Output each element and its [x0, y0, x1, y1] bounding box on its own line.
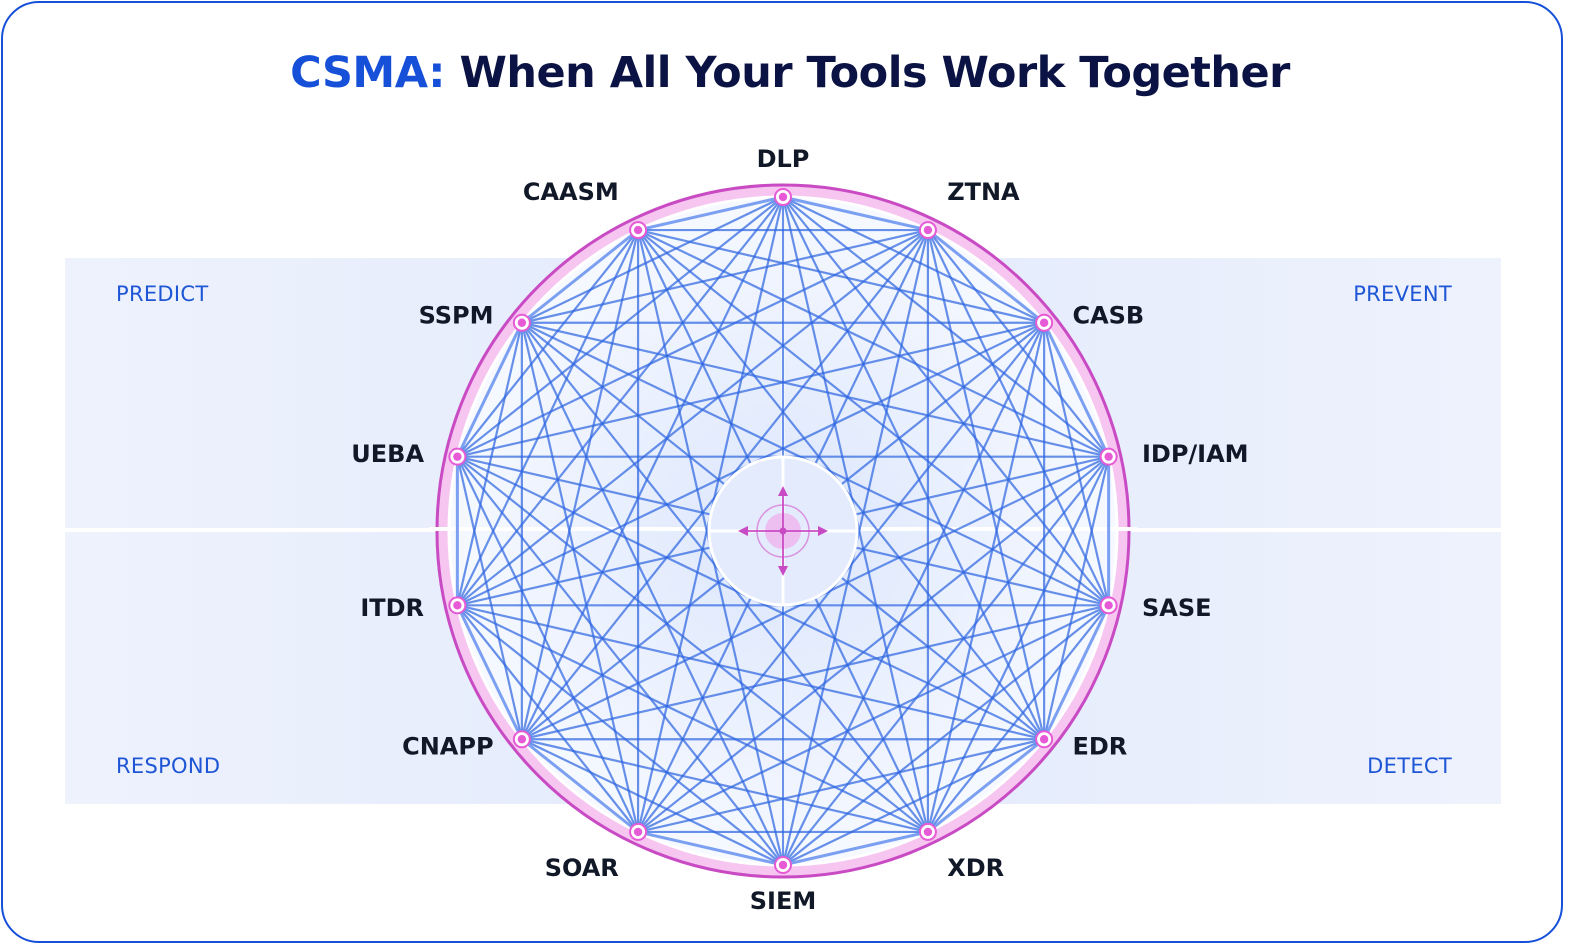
label-ueba: UEBA — [351, 440, 424, 468]
phase-respond: RESPOND — [116, 754, 221, 778]
node-dot-edr — [1039, 735, 1049, 744]
label-ztna: ZTNA — [947, 178, 1020, 206]
mesh-line-siem-sspm — [520, 322, 784, 866]
mesh-line-dlp-idpiam — [782, 196, 1110, 458]
mesh-line-sase-edr — [1042, 604, 1110, 740]
phase-prevent: PREVENT — [1353, 282, 1452, 306]
mesh-line-ztna-itdr — [456, 229, 929, 607]
mesh-line-casb-siem — [782, 322, 1046, 866]
label-caasm: CAASM — [523, 178, 619, 206]
mesh-line-sase-cnapp — [521, 604, 1109, 741]
mesh-line-ztna-casb — [926, 228, 1046, 324]
mesh-line-idpiam-caasm — [637, 229, 1110, 458]
mesh-line-casb-idpiam — [1042, 322, 1110, 458]
phase-detect: DETECT — [1367, 754, 1452, 778]
node-labels: DLP ZTNA CASB IDP/IAM SASE EDR XDR SIEM SOAR CNAP… — [351, 145, 1248, 915]
mesh-line-ztna-sspm — [521, 229, 929, 324]
node-dot-dlp — [778, 192, 788, 202]
label-dlp: DLP — [757, 145, 810, 173]
mesh-line-idpiam-xdr — [926, 456, 1110, 833]
mesh-line-soar-sspm — [520, 322, 640, 833]
mesh-line-casb-ueba — [457, 321, 1045, 458]
node-dot-idpiam — [1104, 452, 1113, 461]
node-dot-ztna — [923, 225, 933, 235]
title-rest: When All Your Tools Work Together — [445, 48, 1290, 98]
label-cnapp: CNAPP — [402, 733, 493, 761]
mesh-line-xdr-itdr — [456, 604, 929, 833]
node-dot-caasm — [633, 225, 643, 235]
mesh-line-soar-cnapp — [520, 738, 640, 834]
mesh-line-edr-soar — [637, 738, 1045, 833]
mesh-line-xdr-ueba — [456, 455, 929, 833]
mesh-line-casb-caasm — [637, 229, 1045, 324]
mesh-line-cnapp-caasm — [520, 229, 640, 740]
mesh-line-cnapp-ueba — [456, 456, 523, 740]
node-dot-ueba — [453, 452, 462, 461]
mesh-line-idpiam-soar — [637, 455, 1110, 833]
mesh-line-ztna-sase — [926, 229, 1110, 606]
mesh-line-siem-ueba — [456, 455, 784, 866]
title-accent: CSMA: — [290, 48, 445, 98]
label-soar: SOAR — [545, 854, 619, 882]
mesh-line-dlp-ztna — [782, 195, 929, 232]
node-dot-itdr — [453, 601, 462, 610]
label-edr: EDR — [1072, 733, 1127, 761]
mesh-line-dlp-ueba — [456, 196, 784, 458]
mesh-line-edr-itdr — [457, 604, 1045, 741]
mesh-line-xdr-siem — [782, 830, 929, 867]
mesh-line-dlp-edr — [782, 196, 1046, 740]
mesh-line-edr-xdr — [926, 738, 1046, 834]
mesh-line-sase-caasm — [637, 229, 1110, 607]
mesh-line-idpiam-sspm — [521, 321, 1109, 458]
label-idpiam: IDP/IAM — [1142, 440, 1249, 468]
mesh-line-dlp-caasm — [637, 195, 784, 232]
label-casb: CASB — [1072, 301, 1144, 329]
page-title: CSMA: When All Your Tools Work Together — [0, 48, 1580, 98]
mesh-line-cnapp-itdr — [456, 604, 524, 740]
mesh-line-sase-siem — [782, 604, 1110, 866]
mesh-line-dlp-cnapp — [520, 196, 784, 740]
mesh-line-itdr-caasm — [456, 229, 640, 606]
node-dot-soar — [633, 827, 643, 837]
mesh-lines — [455, 195, 1111, 867]
mesh-line-siem-soar — [637, 830, 784, 867]
label-siem: SIEM — [750, 887, 817, 915]
mesh-line-siem-itdr — [456, 604, 784, 866]
label-sspm: SSPM — [419, 301, 494, 329]
label-itdr: ITDR — [360, 594, 424, 622]
mesh-line-soar-itdr — [456, 604, 639, 833]
node-dot-siem — [778, 860, 788, 870]
mesh-line-soar-ueba — [456, 456, 640, 833]
phase-predict: PREDICT — [116, 282, 209, 306]
crosshair-icon — [738, 486, 828, 576]
label-sase: SASE — [1142, 594, 1212, 622]
node-dot-cnapp — [517, 735, 527, 744]
node-dot-sspm — [517, 318, 527, 327]
node-dot-casb — [1039, 318, 1049, 327]
label-xdr: XDR — [947, 854, 1004, 882]
node-dot-xdr — [923, 827, 933, 837]
mesh-line-sspm-caasm — [520, 228, 640, 324]
node-markers — [448, 188, 1118, 874]
mesh-line-ueba-caasm — [456, 229, 639, 458]
mesh-line-ueba-sspm — [456, 322, 524, 458]
mesh-line-itdr-sspm — [456, 322, 523, 606]
mesh-line-xdr-cnapp — [521, 738, 929, 833]
node-dot-sase — [1104, 601, 1113, 610]
mesh-line-siem-cnapp — [521, 738, 784, 866]
